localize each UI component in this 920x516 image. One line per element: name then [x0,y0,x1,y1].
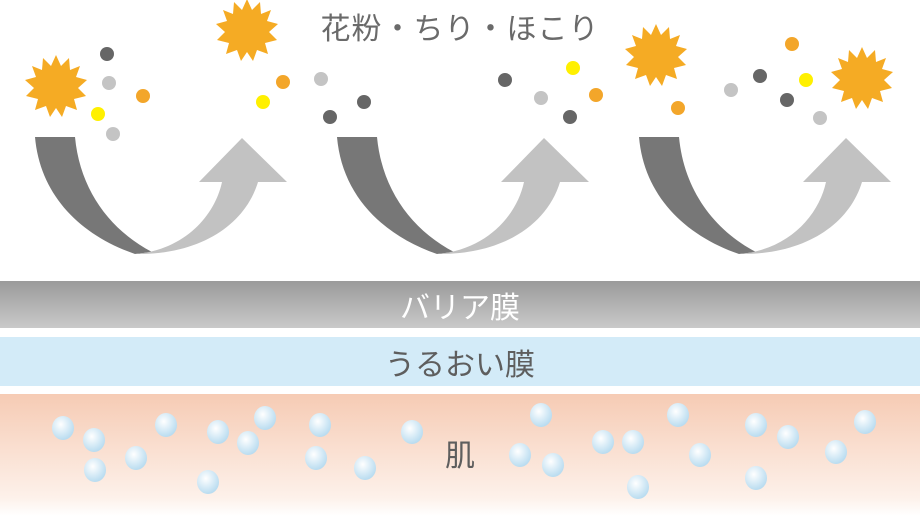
particle-dot [813,111,827,125]
particle-dot [671,101,685,115]
particle-dot [106,127,120,141]
arrow-group-3 [639,137,891,255]
particle-dot [323,110,337,124]
arrow-group-2 [337,137,589,255]
particle-dot [100,47,114,61]
barrier-layer: バリア膜 [0,281,920,328]
particle-dot [314,72,328,86]
particle-dot [91,107,105,121]
diagram-title: 花粉・ちり・ほこり [320,12,600,47]
particle-dot [589,88,603,102]
particle-dot [357,95,371,109]
skin-layer: 肌 [0,394,920,516]
particle-dot [276,75,290,89]
skin-label: 肌 [445,439,475,474]
particle-dot [256,95,270,109]
barrier-label: バリア膜 [400,290,520,326]
particle-dot [785,37,799,51]
particle-dot [780,93,794,107]
particle-dot [753,69,767,83]
particle-dot [102,76,116,90]
particle-dot [563,110,577,124]
moisture-layer: うるおい膜 [0,337,920,386]
particle-dot [799,73,813,87]
pollen-icon [831,47,893,109]
pollen-icon [25,55,87,117]
particle-dot [534,91,548,105]
particle-dot [724,83,738,97]
particles-and-arrows [25,0,893,255]
arrow-group-1 [35,137,287,255]
moisture-label: うるおい膜 [385,347,535,383]
particle-dot [136,89,150,103]
particle-dot [498,73,512,87]
particle-dot [566,61,580,75]
